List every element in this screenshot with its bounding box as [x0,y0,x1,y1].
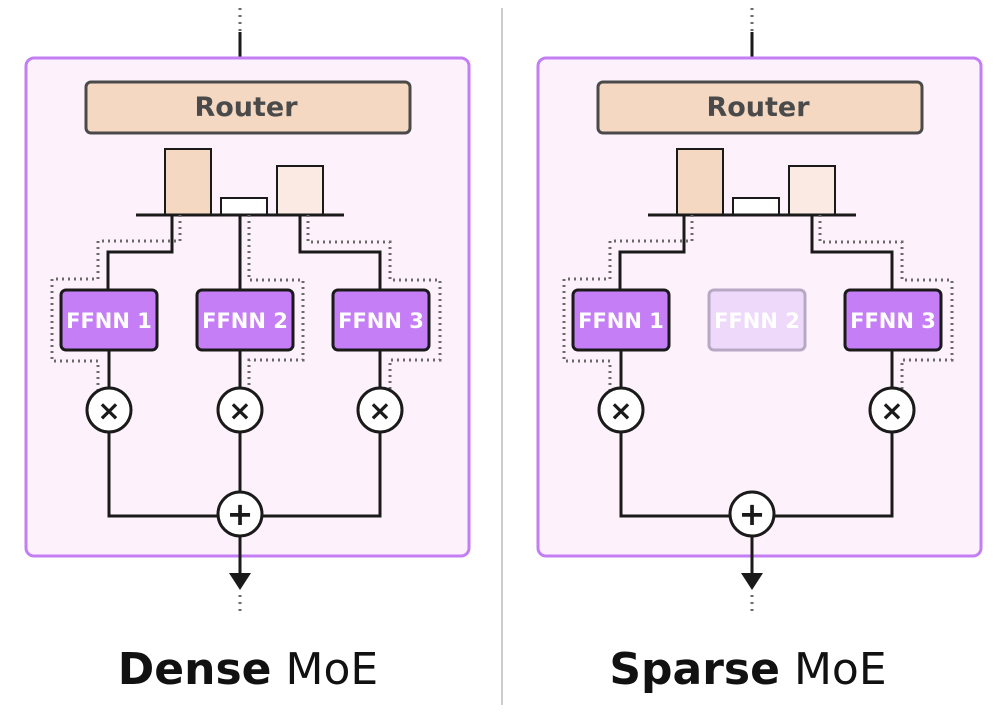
expert-ffnn-2-inactive: FFNN 2 [707,288,807,352]
panel-caption: Sparse MoE [609,644,886,695]
wire-router-expert-3 [810,215,894,290]
expert-label: FFNN 3 [850,309,936,333]
multiply-symbol: × [228,394,251,427]
router-weight-bar-1 [164,148,212,216]
multiply-node-1: × [85,386,133,434]
wire-mult1-sum [619,432,730,518]
expert-label: FFNN 2 [202,309,288,333]
multiply-symbol: × [609,394,632,427]
router-weight-bar-3 [788,165,836,216]
dotted-route-expert-3 [306,215,442,390]
dotted-route-expert-1 [562,215,694,390]
dotted-route-expert-2 [247,215,305,390]
wire-router-expert-3 [298,215,382,290]
output-arrow-icon [229,573,251,590]
wire-router-expert-1 [106,215,174,290]
router-box [84,80,412,135]
expert-ffnn-1: FFNN 1 [571,288,671,352]
wire-mult3-sum [774,432,894,518]
router-weight-bar-2 [732,197,780,216]
multiply-symbol: × [97,394,120,427]
dotted-route-expert-3 [818,215,954,390]
sum-symbol: + [227,495,254,533]
expert-ffnn-3: FFNN 3 [331,288,431,352]
sum-node: + [728,490,776,538]
router-weight-bar-1 [676,148,724,216]
output-arrow-icon [741,573,763,590]
panel-caption: Dense MoE [118,644,378,695]
expert-ffnn-3: FFNN 3 [843,288,943,352]
dense-moe-panel: Router FFNN 1 FFNN 2 FFNN 3 [24,8,471,695]
dotted-route-expert-1 [50,215,182,390]
expert-label: FFNN 2 [714,309,800,333]
expert-ffnn-1: FFNN 1 [59,288,159,352]
multiply-node-1: × [597,386,645,434]
router-label: Router [194,92,298,123]
router-label: Router [706,92,810,123]
router-weight-bar-3 [276,165,324,216]
multiply-node-2: × [216,386,264,434]
multiply-symbol: × [880,394,903,427]
sum-symbol: + [739,495,766,533]
router-weight-bar-2 [220,197,268,216]
sparse-moe-panel: Router FFNN 1 FFNN 2 FFNN 3 × [536,8,983,695]
router-box [596,80,924,135]
expert-label: FFNN 3 [338,309,424,333]
wire-mult3-sum [262,432,382,518]
multiply-node-3: × [356,386,404,434]
multiply-node-3: × [868,386,916,434]
expert-label: FFNN 1 [66,309,152,333]
wire-router-expert-1 [618,215,686,290]
expert-label: FFNN 1 [578,309,664,333]
expert-ffnn-2: FFNN 2 [195,288,295,352]
sum-node: + [216,490,264,538]
wire-mult1-sum [107,432,218,518]
multiply-symbol: × [368,394,391,427]
